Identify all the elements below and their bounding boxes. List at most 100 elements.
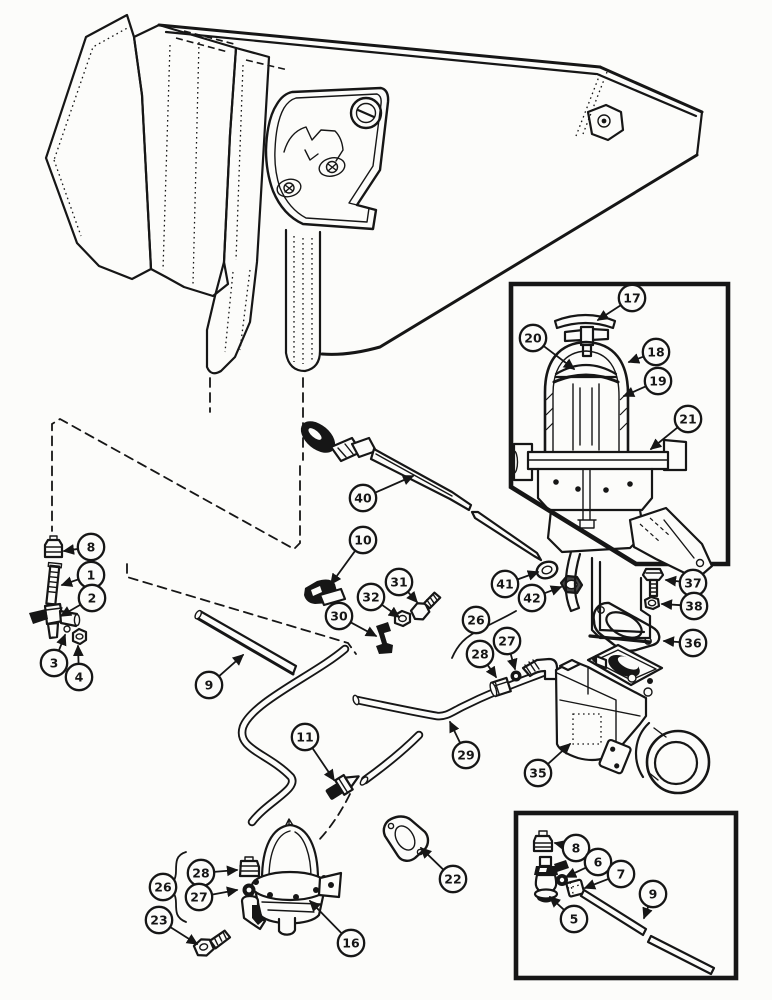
callout-balloon: [606, 859, 636, 889]
callout-11-26: 11: [290, 722, 335, 782]
callout-number: 30: [330, 609, 348, 624]
tube-segment-part: [646, 934, 716, 976]
callout-number: 23: [150, 913, 167, 928]
washer-part: [535, 560, 559, 580]
callout-1-7: 1: [60, 560, 106, 590]
callout-balloon: [39, 648, 69, 678]
callout-number: 36: [684, 636, 702, 651]
callout-number: 19: [649, 374, 666, 389]
callout-balloon: [64, 662, 94, 692]
callout-balloon: [643, 366, 673, 396]
callout-32-14: 32: [356, 582, 401, 618]
callout-26-30: 26: [148, 851, 187, 923]
callout-41-16: 41: [490, 569, 540, 599]
callout-number: 7: [617, 867, 626, 882]
callout-26-18: 26: [451, 605, 517, 659]
clamp-bolt-part: [409, 591, 442, 621]
callout-19-3: 19: [622, 366, 673, 397]
clamp-nut-part: [393, 609, 412, 628]
tube-segment-part: [579, 888, 648, 937]
fuel-tube-part: [194, 609, 298, 676]
callout-8-33: 8: [553, 833, 591, 863]
callout-number: 27: [190, 890, 207, 905]
callout-number: 9: [649, 887, 658, 902]
callout-balloon: [356, 582, 386, 612]
callout-number: 38: [685, 599, 702, 614]
callout-number: 35: [529, 766, 546, 781]
callout-3-9: 3: [39, 633, 69, 678]
shutoff-valve-part: [29, 602, 81, 640]
callout-balloon: [148, 872, 178, 902]
callout-number: 37: [684, 576, 701, 591]
callout-balloon: [461, 605, 491, 635]
callout-number: 29: [457, 748, 474, 763]
callout-balloon: [523, 758, 553, 788]
callout-number: 27: [498, 634, 515, 649]
callout-balloon: [517, 583, 547, 613]
callout-5-36: 5: [548, 896, 589, 934]
gasket-dot-part: [63, 625, 71, 633]
callout-number: 5: [570, 912, 579, 927]
carburetor-group: [554, 567, 711, 795]
callout-balloon: [384, 567, 414, 597]
inset-fuel-pump-detail: [508, 281, 731, 644]
callout-balloon: [336, 928, 366, 958]
pump-fitting-part: [238, 856, 261, 878]
inset-frame: [513, 810, 739, 981]
filler-plate: [264, 86, 390, 231]
callout-number: 8: [87, 540, 96, 555]
callout-balloon: [673, 404, 703, 434]
callout-balloon: [678, 628, 708, 658]
callout-number: 40: [354, 491, 372, 506]
callout-balloon: [518, 323, 548, 353]
callout-number: 42: [523, 591, 540, 606]
callout-number: 6: [594, 855, 603, 870]
callout-number: 4: [75, 670, 84, 685]
callout-42-17: 42: [517, 583, 563, 613]
callout-number: 28: [471, 647, 488, 662]
callout-30-13: 30: [324, 601, 378, 637]
callout-10-11: 10: [330, 525, 378, 586]
callout-16-28: 16: [308, 899, 366, 958]
callout-balloon: [76, 532, 106, 562]
callout-balloon: [184, 882, 214, 912]
callout-balloon: [144, 905, 174, 935]
callout-number: 9: [205, 678, 214, 693]
callout-9-12: 9: [194, 654, 245, 700]
callout-29-24: 29: [449, 720, 481, 770]
callout-number: 26: [467, 613, 485, 628]
callout-27-32: 27: [184, 882, 239, 912]
callout-22-27: 22: [419, 846, 468, 894]
callout-number: 1: [87, 568, 96, 583]
callout-number: 21: [679, 412, 696, 427]
callout-number: 10: [354, 533, 372, 548]
cap-fitting-part: [532, 830, 554, 853]
pump-elbow-part: [240, 894, 267, 931]
callout-balloon: [679, 591, 709, 621]
fitting-cap-part: [43, 535, 64, 559]
clip-part: [376, 622, 393, 654]
hose-clamp-part: [304, 579, 347, 607]
fuel-pump-group: [192, 815, 430, 957]
callout-31-15: 31: [384, 567, 418, 604]
callout-number: 18: [647, 345, 664, 360]
callout-17-0: 17: [596, 283, 647, 321]
callout-28-20: 28: [465, 639, 497, 679]
callout-20-1: 20: [518, 323, 576, 370]
callout-number: 8: [572, 841, 581, 856]
callout-balloon: [77, 583, 107, 613]
callout-38-22: 38: [660, 591, 709, 621]
fuel-tank-drawing: [44, 13, 704, 375]
carburetor-body: [554, 643, 711, 795]
inset-valve-detail: [513, 810, 739, 981]
callout-number: 3: [50, 656, 59, 671]
hidden-routing-lines: [51, 377, 357, 841]
callout-6-34: 6: [564, 847, 613, 878]
callout-balloon: [465, 639, 495, 669]
callout-number: 41: [496, 577, 513, 592]
callout-number: 26: [154, 880, 172, 895]
callout-36-23: 36: [662, 628, 708, 658]
